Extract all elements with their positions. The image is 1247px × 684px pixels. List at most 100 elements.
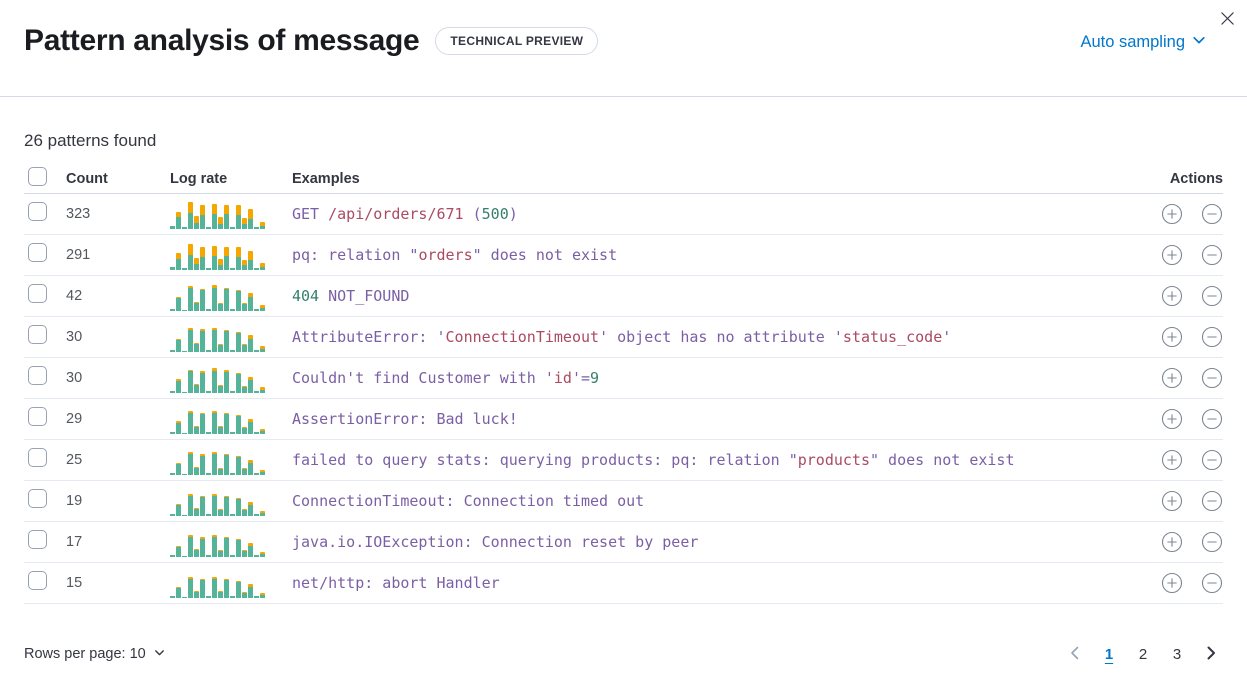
previous-page-icon[interactable] bbox=[1063, 642, 1087, 666]
log-rate-bar bbox=[182, 597, 187, 598]
log-rate-bar bbox=[218, 303, 223, 311]
page-button-3[interactable]: 3 bbox=[1165, 641, 1189, 667]
log-rate-bar bbox=[200, 289, 205, 311]
plus-in-circle-icon[interactable] bbox=[1161, 572, 1183, 594]
rows-per-page-dropdown[interactable]: Rows per page: 10 bbox=[24, 646, 166, 663]
log-rate-bar bbox=[260, 552, 265, 557]
plus-in-circle-icon[interactable] bbox=[1161, 531, 1183, 553]
log-rate-bar bbox=[224, 330, 229, 352]
log-rate-bar bbox=[254, 555, 259, 557]
plus-in-circle-icon[interactable] bbox=[1161, 490, 1183, 512]
row-checkbox[interactable] bbox=[28, 530, 47, 549]
log-rate-bar bbox=[182, 351, 187, 352]
example-text: AttributeError: 'ConnectionTimeout' obje… bbox=[292, 328, 952, 346]
log-rate-bar bbox=[170, 391, 175, 393]
plus-in-circle-icon[interactable] bbox=[1161, 326, 1183, 348]
minus-in-circle-icon[interactable] bbox=[1201, 203, 1223, 225]
column-header-count[interactable]: Count bbox=[66, 170, 108, 187]
log-rate-bar bbox=[194, 591, 199, 598]
row-checkbox[interactable] bbox=[28, 202, 47, 221]
log-rate-bar bbox=[206, 514, 211, 516]
log-rate-bar bbox=[254, 227, 259, 229]
log-rate-bar bbox=[188, 411, 193, 434]
page-button-1[interactable]: 1 bbox=[1097, 641, 1121, 667]
row-checkbox[interactable] bbox=[28, 489, 47, 508]
log-rate-bar bbox=[254, 596, 259, 598]
example-text: GET /api/orders/671 (500) bbox=[292, 205, 518, 223]
count-value: 30 bbox=[66, 370, 83, 386]
minus-in-circle-icon[interactable] bbox=[1201, 572, 1223, 594]
count-value: 17 bbox=[66, 534, 83, 550]
plus-in-circle-icon[interactable] bbox=[1161, 285, 1183, 307]
example-text: Couldn't find Customer with 'id'=9 bbox=[292, 369, 600, 387]
log-rate-bar bbox=[248, 377, 253, 393]
log-rate-bar bbox=[206, 309, 211, 311]
log-rate-bar bbox=[248, 293, 253, 311]
plus-in-circle-icon[interactable] bbox=[1161, 449, 1183, 471]
log-rate-bar bbox=[212, 246, 217, 270]
log-rate-bar bbox=[200, 371, 205, 393]
log-rate-bar bbox=[188, 494, 193, 516]
minus-in-circle-icon[interactable] bbox=[1201, 244, 1223, 266]
log-rate-bar bbox=[218, 259, 223, 270]
chevron-down-icon bbox=[153, 646, 166, 663]
plus-in-circle-icon[interactable] bbox=[1161, 408, 1183, 430]
page-button-2[interactable]: 2 bbox=[1131, 641, 1155, 667]
log-rate-bar bbox=[170, 596, 175, 598]
log-rate-bar bbox=[230, 432, 235, 434]
minus-in-circle-icon[interactable] bbox=[1201, 531, 1223, 553]
log-rate-bar bbox=[170, 350, 175, 352]
log-rate-bar bbox=[182, 392, 187, 393]
log-rate-bar bbox=[194, 343, 199, 352]
flyout-body: 26 patterns found Count Log rate Example… bbox=[0, 131, 1247, 604]
column-header-examples: Examples bbox=[292, 170, 360, 187]
technical-preview-badge: TECHNICAL PREVIEW bbox=[435, 27, 599, 55]
log-rate-bar bbox=[236, 415, 241, 434]
row-checkbox[interactable] bbox=[28, 407, 47, 426]
minus-in-circle-icon[interactable] bbox=[1201, 367, 1223, 389]
row-checkbox[interactable] bbox=[28, 571, 47, 590]
log-rate-chart bbox=[170, 527, 268, 557]
plus-in-circle-icon[interactable] bbox=[1161, 367, 1183, 389]
example-text: net/http: abort Handler bbox=[292, 574, 500, 592]
minus-in-circle-icon[interactable] bbox=[1201, 449, 1223, 471]
row-checkbox[interactable] bbox=[28, 243, 47, 262]
log-rate-bar bbox=[206, 268, 211, 270]
log-rate-bar bbox=[224, 205, 229, 229]
log-rate-bar bbox=[200, 413, 205, 434]
sampling-dropdown[interactable]: Auto sampling bbox=[1080, 32, 1207, 53]
row-checkbox[interactable] bbox=[28, 325, 47, 344]
row-checkbox[interactable] bbox=[28, 284, 47, 303]
minus-in-circle-icon[interactable] bbox=[1201, 490, 1223, 512]
plus-in-circle-icon[interactable] bbox=[1161, 244, 1183, 266]
select-all-checkbox[interactable] bbox=[28, 166, 47, 186]
log-rate-bar bbox=[230, 391, 235, 393]
log-rate-bar bbox=[242, 592, 247, 598]
row-checkbox[interactable] bbox=[28, 448, 47, 467]
log-rate-bar bbox=[236, 247, 241, 270]
minus-in-circle-icon[interactable] bbox=[1201, 285, 1223, 307]
row-checkbox[interactable] bbox=[28, 366, 47, 385]
log-rate-bar bbox=[230, 555, 235, 557]
log-rate-bar bbox=[224, 579, 229, 598]
log-rate-bar bbox=[254, 350, 259, 352]
minus-in-circle-icon[interactable] bbox=[1201, 326, 1223, 348]
log-rate-bar bbox=[176, 379, 181, 393]
log-rate-chart bbox=[170, 240, 268, 270]
example-text: ConnectionTimeout: Connection timed out bbox=[292, 492, 645, 510]
example-text: 404 NOT_FOUND bbox=[292, 287, 410, 305]
log-rate-bar bbox=[170, 432, 175, 434]
log-rate-bar bbox=[236, 373, 241, 393]
plus-in-circle-icon[interactable] bbox=[1161, 203, 1183, 225]
log-rate-bar bbox=[212, 494, 217, 516]
close-icon[interactable] bbox=[1213, 4, 1241, 32]
log-rate-bar bbox=[188, 370, 193, 393]
log-rate-bar bbox=[224, 454, 229, 475]
log-rate-bar bbox=[176, 421, 181, 434]
next-page-icon[interactable] bbox=[1199, 642, 1223, 666]
minus-in-circle-icon[interactable] bbox=[1201, 408, 1223, 430]
